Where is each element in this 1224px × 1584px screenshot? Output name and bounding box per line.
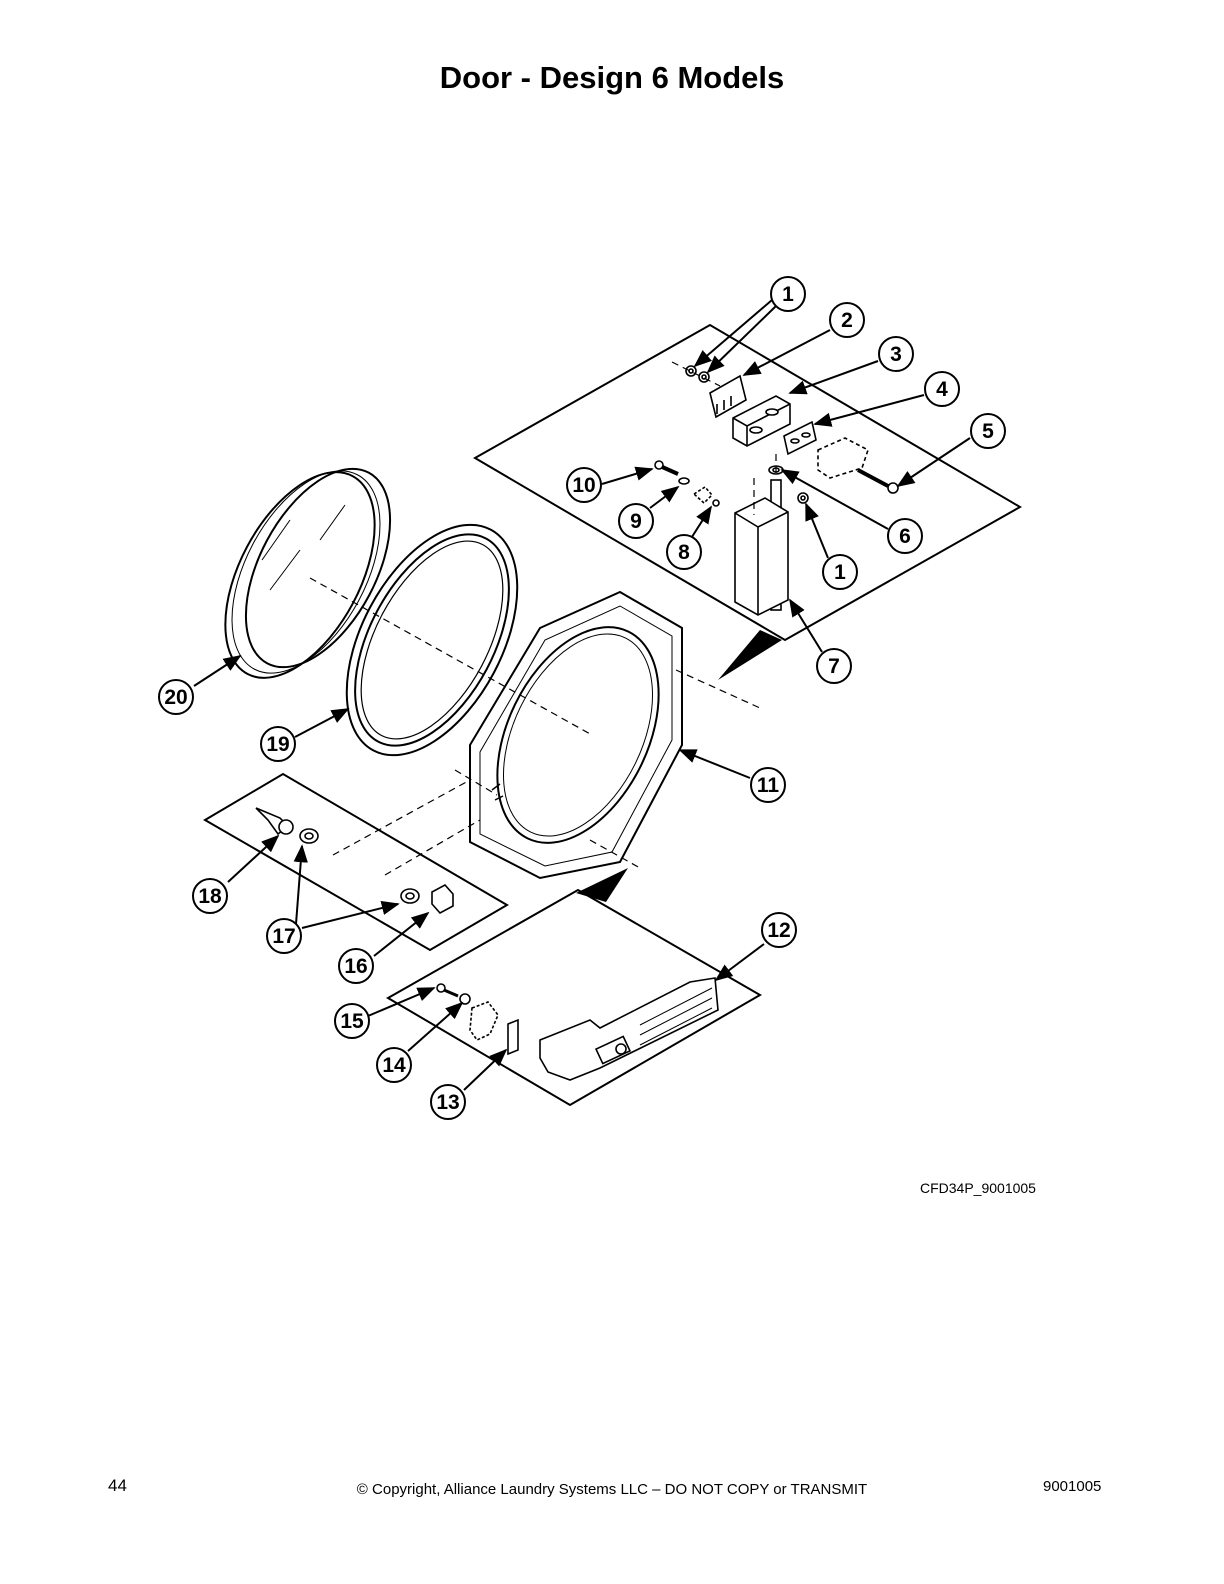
callout-20: 20 <box>158 679 194 715</box>
strike-parts <box>255 807 454 915</box>
callout-1: 1 <box>770 276 806 312</box>
callout-label: 16 <box>344 955 367 978</box>
callout-circle <box>566 467 602 503</box>
callout-label: 1 <box>834 561 846 584</box>
callout-13: 13 <box>430 1084 466 1120</box>
callout-circle <box>338 948 374 984</box>
callout-circle <box>192 878 228 914</box>
hinge-detail-panel <box>472 323 1023 642</box>
callout-19: 19 <box>260 726 296 762</box>
callout-5: 5 <box>970 413 1006 449</box>
callout-circle <box>376 1047 412 1083</box>
callout-label: 2 <box>841 309 853 332</box>
latch-parts <box>436 977 719 1081</box>
hinge-center-lines <box>671 361 777 709</box>
page-title: Door - Design 6 Models <box>439 60 785 95</box>
callout-circle <box>761 912 797 948</box>
callout-18: 18 <box>192 878 228 914</box>
callout-circle <box>334 1003 370 1039</box>
latch-detail-panel <box>386 888 762 1107</box>
callout-label: 9 <box>630 510 642 533</box>
callout-leaders <box>193 299 971 1091</box>
callout-8: 8 <box>666 534 702 570</box>
callout-label: 15 <box>340 1010 364 1033</box>
callout-4: 4 <box>924 371 960 407</box>
callout-label: 7 <box>828 655 840 678</box>
callout-1: 1 <box>822 554 858 590</box>
callout-3: 3 <box>878 336 914 372</box>
callout-label: 3 <box>890 343 902 366</box>
callout-16: 16 <box>338 948 374 984</box>
callout-6: 6 <box>887 518 923 554</box>
callout-circle <box>878 336 914 372</box>
callout-label: 14 <box>382 1054 406 1077</box>
callout-circle <box>822 554 858 590</box>
callout-circle <box>829 302 865 338</box>
callout-circle <box>618 503 654 539</box>
callout-circle <box>924 371 960 407</box>
page-number: 44 <box>108 1476 127 1495</box>
callout-circle <box>158 679 194 715</box>
latch-panel-pointer <box>576 868 628 902</box>
callout-label: 6 <box>899 525 911 548</box>
callout-circle <box>750 767 786 803</box>
callout-label: 5 <box>982 420 994 443</box>
callout-label: 12 <box>767 919 790 942</box>
hinge-panel-pointer <box>718 630 782 680</box>
callout-15: 15 <box>334 1003 370 1039</box>
callout-label: 20 <box>164 686 187 709</box>
callout-circle <box>266 918 302 954</box>
callout-label: 18 <box>198 885 222 908</box>
callout-9: 9 <box>618 503 654 539</box>
callout-label: 8 <box>678 541 690 564</box>
callout-11: 11 <box>750 767 786 803</box>
callout-12: 12 <box>761 912 797 948</box>
door-center-lines <box>309 577 641 876</box>
callout-circle <box>970 413 1006 449</box>
callout-7: 7 <box>816 648 852 684</box>
callout-label: 19 <box>266 733 289 756</box>
callout-14: 14 <box>376 1047 412 1083</box>
callout-label: 11 <box>757 774 780 797</box>
callout-10: 10 <box>566 467 602 503</box>
hinge-parts <box>654 365 899 616</box>
callout-circle <box>887 518 923 554</box>
callout-label: 17 <box>272 925 295 948</box>
callout-17: 17 <box>266 918 302 954</box>
copyright-notice: © Copyright, Alliance Laundry Systems LL… <box>356 1481 868 1498</box>
callout-label: 10 <box>572 474 595 497</box>
door-frame <box>469 590 683 880</box>
door-gasket <box>345 523 519 757</box>
callout-circle <box>260 726 296 762</box>
callout-label: 13 <box>436 1091 459 1114</box>
callout-label: 4 <box>936 378 948 401</box>
callout-circle <box>666 534 702 570</box>
doc-number: 9001005 <box>1043 1478 1102 1495</box>
callout-2: 2 <box>829 302 865 338</box>
callout-circle <box>816 648 852 684</box>
callout-label: 1 <box>782 283 794 306</box>
figure-id: CFD34P_9001005 <box>920 1180 1036 1196</box>
callout-circle <box>430 1084 466 1120</box>
door-glass <box>224 467 392 679</box>
callout-circle <box>770 276 806 312</box>
strike-detail-panel <box>203 772 509 952</box>
